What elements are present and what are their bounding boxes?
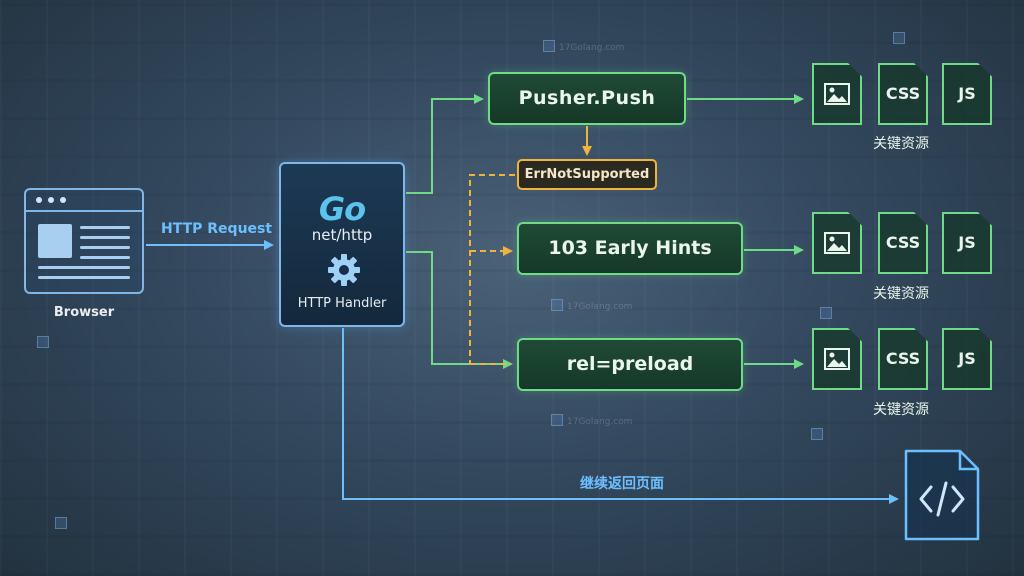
watermark-logo-icon bbox=[551, 414, 563, 426]
browser-text-line bbox=[80, 226, 130, 229]
watermark: 17Golang.com bbox=[543, 40, 624, 53]
fallback-dashed-line bbox=[469, 174, 515, 364]
request-edge-label: HTTP Request bbox=[161, 221, 273, 237]
handler-package: net/http bbox=[311, 226, 373, 244]
browser-label: Browser bbox=[53, 305, 115, 320]
watermark-logo-icon bbox=[811, 428, 823, 440]
pusher-push-box: Pusher.Push bbox=[488, 72, 686, 125]
css-file-icon: CSS bbox=[878, 328, 928, 390]
response-arrow bbox=[342, 328, 899, 504]
handler-to-pusher-arrow bbox=[406, 94, 484, 194]
window-dot bbox=[36, 197, 42, 203]
css-file-icon: CSS bbox=[878, 63, 928, 125]
watermark-logo-icon bbox=[893, 32, 905, 44]
watermark: 17Golang.com bbox=[551, 414, 632, 427]
watermark-logo-icon bbox=[543, 40, 555, 52]
browser-window-icon bbox=[24, 188, 144, 294]
watermark bbox=[893, 32, 909, 45]
go-http-handler: Go net/http HTTP Handler bbox=[279, 162, 405, 327]
window-dot bbox=[60, 197, 66, 203]
watermark-logo-icon bbox=[55, 517, 67, 529]
window-dot bbox=[48, 197, 54, 203]
watermark bbox=[811, 428, 827, 441]
browser-text-line bbox=[38, 266, 130, 269]
preload-box: rel=preload bbox=[517, 338, 743, 391]
gear-icon bbox=[328, 254, 360, 286]
early-hints-box: 103 Early Hints bbox=[517, 222, 743, 275]
browser-text-line bbox=[38, 276, 130, 279]
css-file-icon: CSS bbox=[878, 212, 928, 274]
js-file-icon: JS bbox=[942, 328, 992, 390]
watermark bbox=[37, 336, 53, 349]
watermark-logo-icon bbox=[551, 299, 563, 311]
resource-group-label: 关键资源 bbox=[873, 286, 929, 302]
js-file-icon: JS bbox=[942, 63, 992, 125]
resource-group-label: 关键资源 bbox=[873, 136, 929, 152]
watermark-logo-icon bbox=[37, 336, 49, 348]
browser-text-line bbox=[80, 246, 130, 249]
watermark bbox=[55, 517, 71, 530]
browser-content-panel bbox=[38, 224, 72, 258]
code-file-icon bbox=[904, 449, 980, 541]
js-file-icon: JS bbox=[942, 212, 992, 274]
resource-group-label: 关键资源 bbox=[873, 402, 929, 418]
image-file-icon bbox=[812, 212, 862, 274]
handler-label: HTTP Handler bbox=[297, 296, 387, 311]
watermark bbox=[820, 307, 836, 320]
handler-to-preload-arrow bbox=[406, 251, 513, 369]
watermark: 17Golang.com bbox=[551, 299, 632, 312]
watermark-logo-icon bbox=[820, 307, 832, 319]
image-file-icon bbox=[812, 63, 862, 125]
err-not-supported-box: ErrNotSupported bbox=[517, 159, 657, 190]
go-logo: Go bbox=[318, 190, 366, 228]
browser-text-line bbox=[80, 236, 130, 239]
response-edge-label: 继续返回页面 bbox=[580, 476, 664, 492]
image-file-icon bbox=[812, 328, 862, 390]
browser-title-bar bbox=[26, 190, 142, 212]
browser-text-line bbox=[80, 256, 130, 259]
